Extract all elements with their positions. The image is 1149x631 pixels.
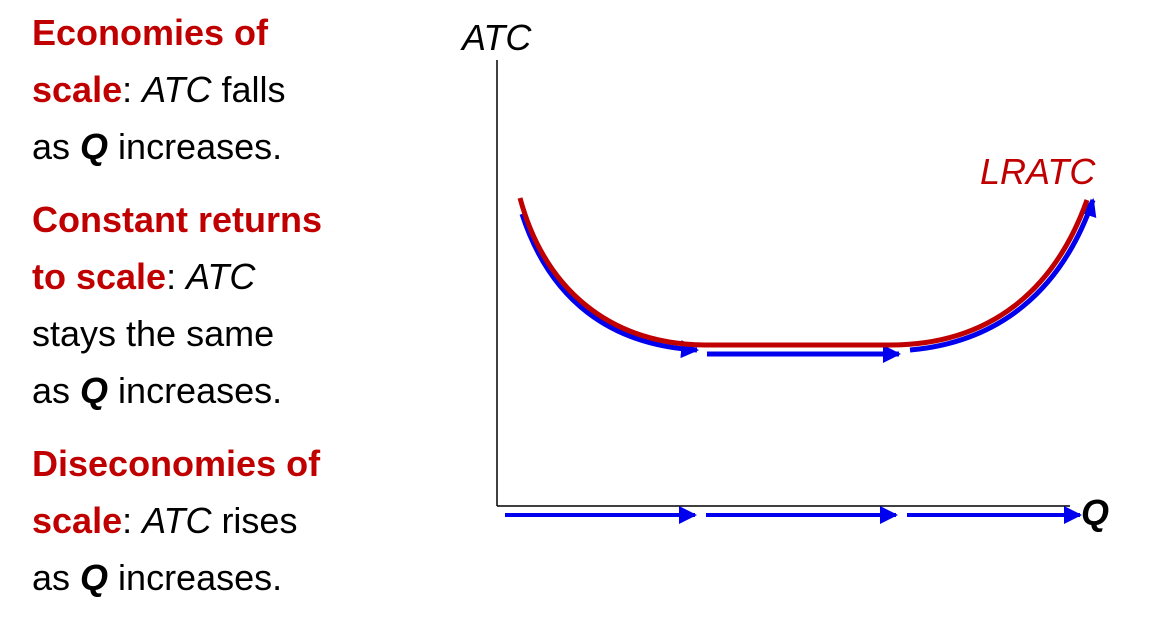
constant-term-2: to scale xyxy=(32,256,167,297)
y-axis-label: ATC xyxy=(460,17,532,58)
q-word: Q xyxy=(80,126,109,167)
diseconomies-of-scale-block: Diseconomies of scale: ATC rises as Q in… xyxy=(32,435,452,606)
diseconomies-rest: rises xyxy=(211,500,298,541)
separator: : xyxy=(122,69,143,110)
lratc-label: LRATC xyxy=(980,151,1096,192)
increases-word: increases. xyxy=(108,370,283,411)
separator: : xyxy=(122,500,143,541)
q-word: Q xyxy=(80,370,109,411)
constant-term: Constant returns xyxy=(32,199,323,240)
constant-returns-block: Constant returns to scale: ATC stays the… xyxy=(32,191,452,419)
economies-rest: falls xyxy=(211,69,286,110)
atc-word: ATC xyxy=(142,500,212,541)
economies-of-scale-block: Economies of scale: ATC falls as Q incre… xyxy=(32,4,452,175)
diseconomies-term: Diseconomies of xyxy=(32,443,321,484)
lratc-curve xyxy=(517,197,1090,348)
diseconomies-arrow xyxy=(909,198,1097,353)
as-word: as xyxy=(32,557,81,598)
as-word: as xyxy=(32,126,81,167)
increases-word: increases. xyxy=(108,126,283,167)
atc-word: ATC xyxy=(186,256,256,297)
increases-word: increases. xyxy=(108,557,283,598)
x-axis-label: Q xyxy=(1081,492,1109,533)
diseconomies-term-2: scale xyxy=(32,500,123,541)
explanation-text: Economies of scale: ATC falls as Q incre… xyxy=(32,4,452,606)
constant-line3: stays the same xyxy=(32,313,275,354)
as-word: as xyxy=(32,370,81,411)
economies-arrow xyxy=(519,213,699,359)
atc-word: ATC xyxy=(142,69,212,110)
q-word: Q xyxy=(80,557,109,598)
economies-term-2: scale xyxy=(32,69,123,110)
economies-term: Economies of xyxy=(32,12,269,53)
separator: : xyxy=(166,256,187,297)
